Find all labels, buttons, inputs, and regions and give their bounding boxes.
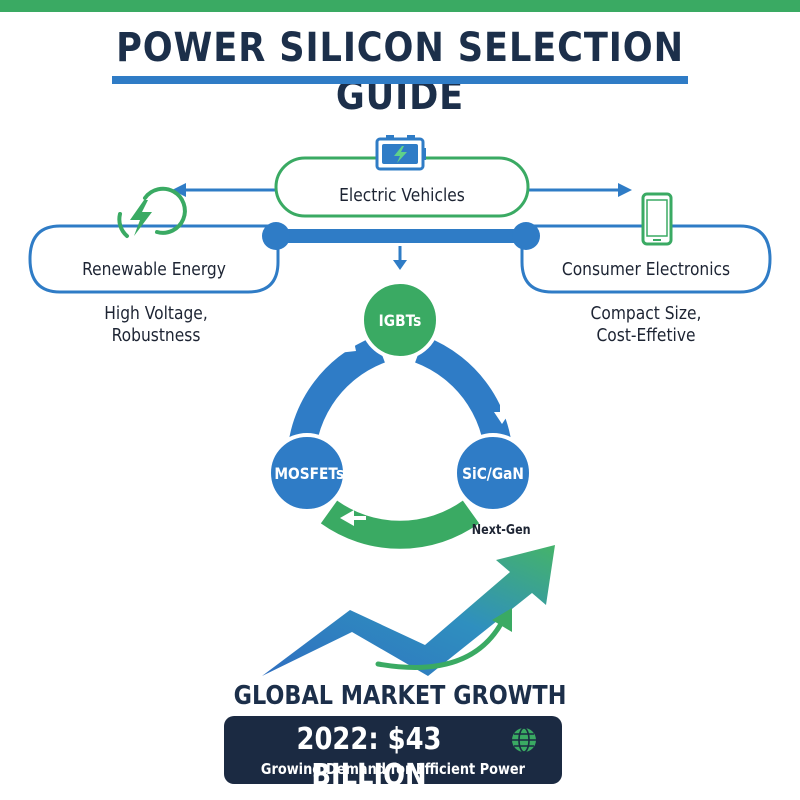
growth-arrow xyxy=(262,545,555,676)
next-gen-label: Next-Gen xyxy=(471,523,531,538)
igbts-label: IGBTs xyxy=(378,311,422,330)
page-title: POWER SILICON SELECTION GUIDE xyxy=(116,25,684,119)
igbts-node xyxy=(360,280,440,360)
cycle-arrow-up xyxy=(331,332,356,360)
consumer-electronics-label: Consumer Electronics xyxy=(561,259,731,280)
cycle-arrow-down xyxy=(494,398,510,424)
consumer-note-line2: Cost-Effetive xyxy=(596,325,696,346)
market-value: 2022: $43 BILLION xyxy=(296,722,442,793)
mosfets-label: MOSFETs xyxy=(274,464,345,483)
distribution-bar xyxy=(262,222,540,250)
renewable-energy-label: Renewable Energy xyxy=(82,259,226,280)
renewable-note-line2: Robustness xyxy=(111,325,201,346)
down-arrow xyxy=(393,246,407,270)
globe-icon xyxy=(512,727,536,753)
market-summary-box: 2022: $43 BILLION Growing Demand for Eff… xyxy=(224,716,562,793)
cycle-arrow-left xyxy=(340,510,366,526)
smartphone-icon xyxy=(641,192,673,246)
renewable-note-line1: High Voltage, xyxy=(104,303,208,324)
lightning-bolt-icon xyxy=(117,186,187,238)
secondary-growth-arrow xyxy=(375,608,512,670)
market-subtitle: Growing Demand for Efficient Power xyxy=(260,760,526,778)
electric-vehicles-label: Electric Vehicles xyxy=(339,185,465,206)
top-accent-bar xyxy=(0,0,800,12)
consumer-electronics-box xyxy=(520,224,772,294)
sic-gan-node xyxy=(453,433,533,513)
right-connector-arrow xyxy=(528,183,632,197)
sic-gan-label: SiC/GaN xyxy=(462,464,524,483)
mosfets-node xyxy=(267,433,347,513)
consumer-note-line1: Compact Size, xyxy=(590,303,702,324)
left-connector-arrow xyxy=(172,183,275,197)
renewable-energy-box xyxy=(28,224,280,294)
market-heading: GLOBAL MARKET GROWTH xyxy=(233,681,567,711)
battery-icon xyxy=(375,135,426,171)
title-underline xyxy=(112,76,688,84)
